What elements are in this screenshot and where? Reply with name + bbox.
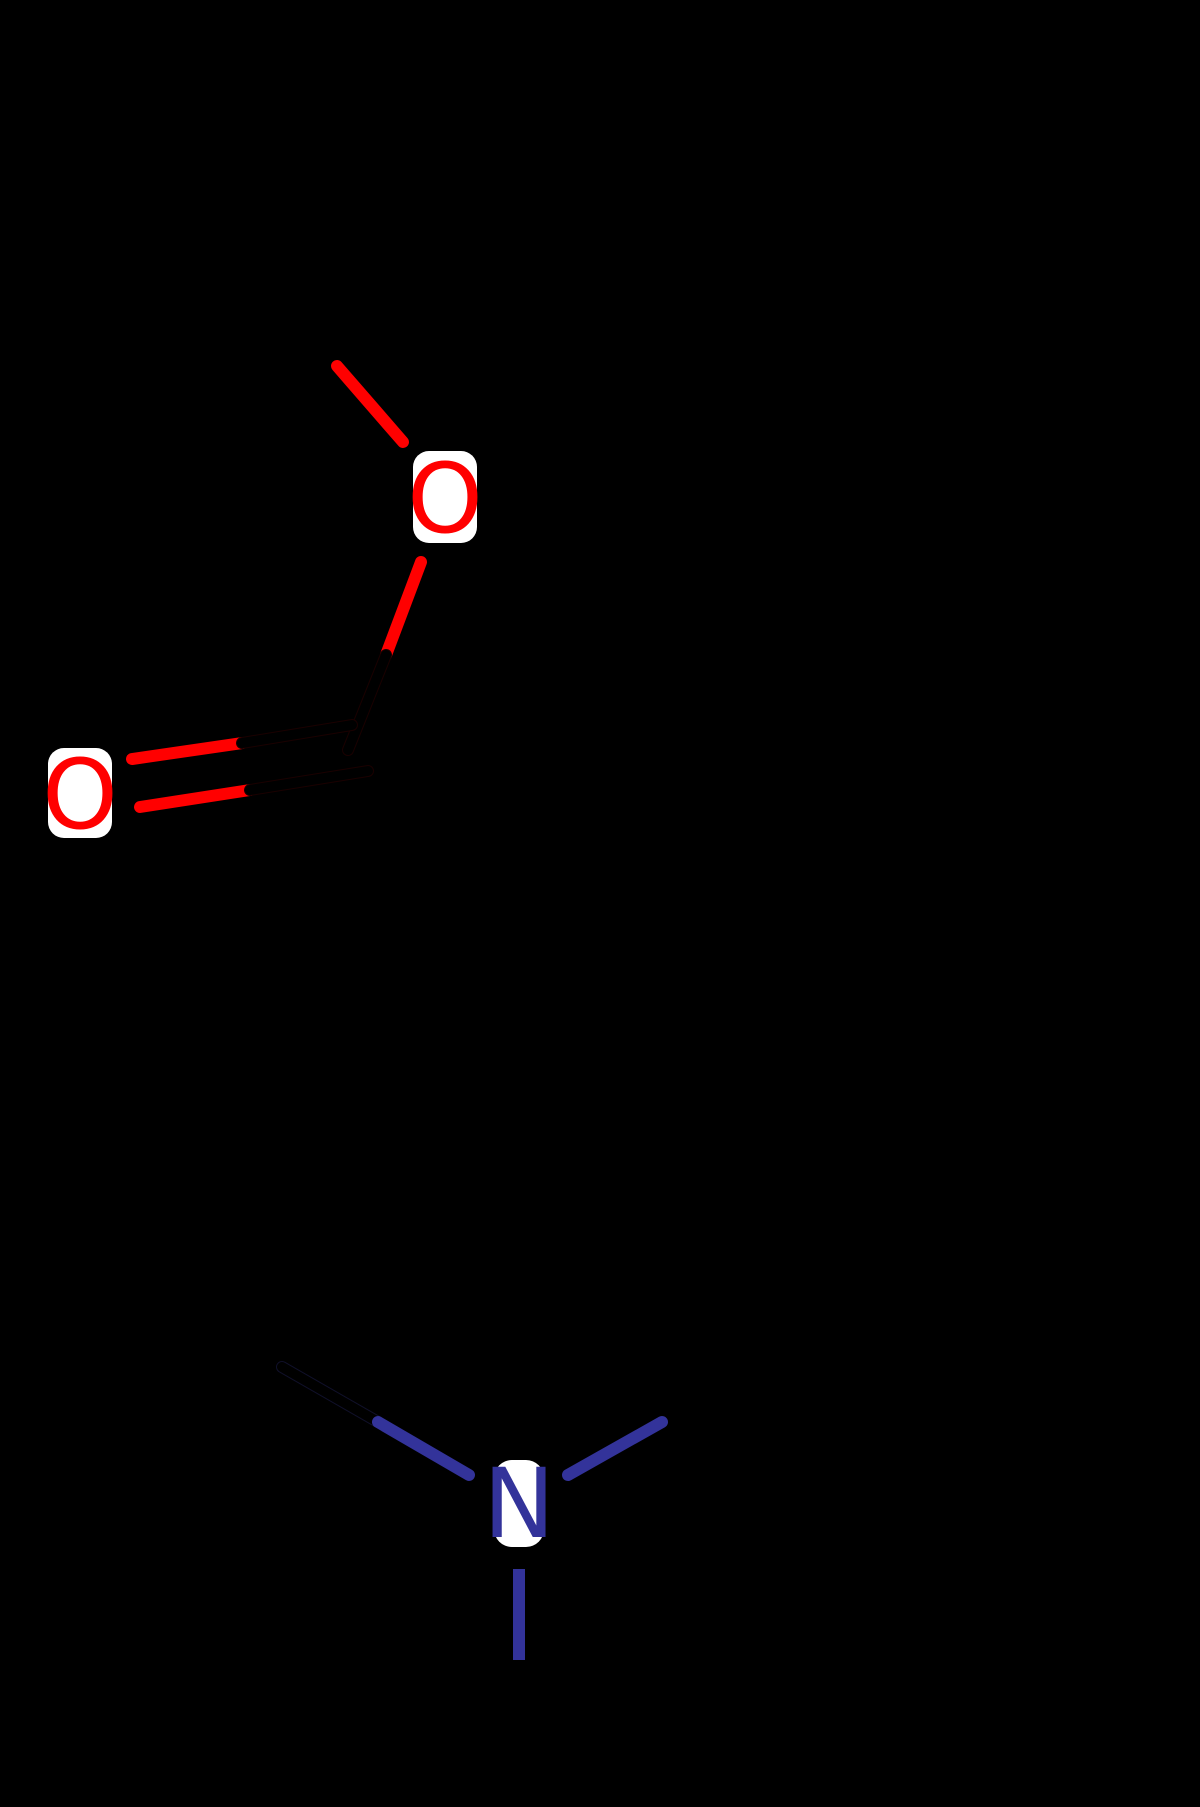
atom-oxygen-ether: O [407,443,483,555]
atom-nitrogen: N [483,1448,555,1560]
bond-n-methyl-right [562,1416,668,1481]
svg-text:O: O [407,443,483,555]
svg-text:N: N [483,1448,555,1560]
dimethylamino-group: N [276,1361,668,1660]
svg-text:O: O [42,739,118,851]
bond-n-left-carbon [276,1361,475,1481]
bond-carbonyl-double [126,719,374,813]
bond-o-carbonyl-carbon [342,556,427,756]
atom-oxygen-carbonyl: O [42,739,118,851]
methyl-ester-group: O O [42,360,483,851]
bond-o-methyl [331,360,409,448]
